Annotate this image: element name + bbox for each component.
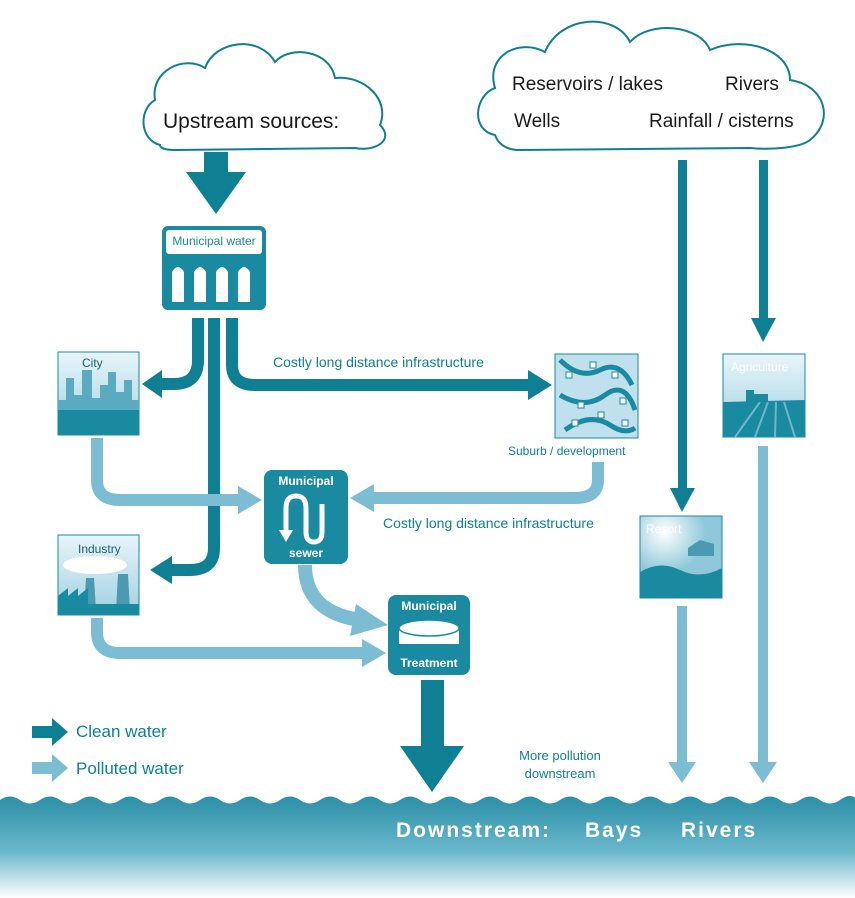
municipal-water-label: Municipal water — [172, 234, 256, 248]
arrowhead-to-resort — [670, 488, 695, 512]
agriculture-icon — [722, 353, 806, 438]
city-icon — [57, 351, 140, 436]
legend-polluted-label: Polluted water — [76, 759, 184, 778]
city-label: City — [82, 356, 103, 370]
industry-icon — [57, 534, 140, 616]
polluted-industry-to-treatment — [91, 618, 362, 659]
resort-label: Resort — [646, 522, 682, 536]
pipe-to-city — [160, 318, 204, 390]
pipe-to-industry — [170, 318, 220, 576]
upstream-cloud — [142, 43, 387, 152]
downstream-bays-label: Bays — [585, 819, 644, 842]
source-rivers-label: Rivers — [725, 74, 779, 95]
infra-label-top: Costly long distance infrastructure — [273, 354, 484, 370]
arrow-treatment-to-downstream — [400, 680, 464, 792]
downstream-label: Downstream: — [396, 819, 552, 842]
arrowhead-to-city — [142, 370, 162, 398]
sewer-label-top: Municipal — [278, 474, 334, 488]
arrowhead-to-industry — [150, 556, 172, 584]
treatment-label-top: Municipal — [401, 599, 457, 613]
polluted-suburb-to-sewer — [372, 462, 604, 504]
downstream-water — [0, 795, 855, 898]
suburb-icon — [554, 353, 639, 439]
arrowhead-to-agriculture — [751, 318, 776, 342]
polluted-sewer-to-treatment — [298, 564, 362, 627]
polluted-agriculture-down — [758, 446, 768, 764]
infra-label-bottom: Costly long distance infrastructure — [383, 515, 594, 531]
source-wells-label: Wells — [514, 111, 561, 132]
sources-cloud — [477, 20, 825, 152]
arrowhead-city-to-sewer — [238, 486, 262, 514]
municipal-sewer-node — [264, 470, 348, 564]
polluted-resort-down — [677, 606, 687, 764]
legend-clean-arrow — [32, 718, 68, 746]
pipe-to-agriculture — [759, 160, 768, 320]
polluted-city-to-sewer — [91, 438, 240, 506]
municipal-treatment-node — [388, 595, 470, 675]
more-pollution-line1: More pollution — [519, 748, 601, 763]
upstream-sources-label: Upstream sources: — [163, 110, 340, 133]
treatment-label-bottom: Treatment — [400, 656, 458, 670]
arrowhead-suburb-to-sewer — [350, 484, 374, 512]
source-rainfall-label: Rainfall / cisterns — [649, 111, 794, 132]
industry-label: Industry — [78, 542, 121, 556]
pipe-to-resort — [678, 160, 687, 490]
municipal-water-node — [162, 226, 266, 310]
resort-icon — [639, 515, 723, 599]
arrowhead-agriculture-down — [749, 762, 777, 783]
downstream-rivers-label: Rivers — [681, 819, 758, 842]
arrow-upstream-to-municipal — [186, 152, 246, 214]
agriculture-label: Agriculture — [731, 360, 789, 374]
suburb-label: Suburb / development — [508, 444, 626, 458]
more-pollution-line2: downstream — [524, 766, 596, 781]
arrowhead-industry-to-treatment — [362, 639, 386, 667]
arrowhead-resort-down — [668, 762, 696, 783]
arrowhead-sewer-to-treatment — [350, 604, 388, 636]
pipe-to-suburb — [226, 318, 530, 391]
arrowhead-to-suburb — [528, 370, 552, 400]
source-reservoirs-label: Reservoirs / lakes — [512, 74, 663, 95]
sewer-label-bottom: sewer — [288, 546, 324, 560]
legend-clean-label: Clean water — [76, 722, 167, 741]
legend-polluted-arrow — [32, 754, 68, 782]
